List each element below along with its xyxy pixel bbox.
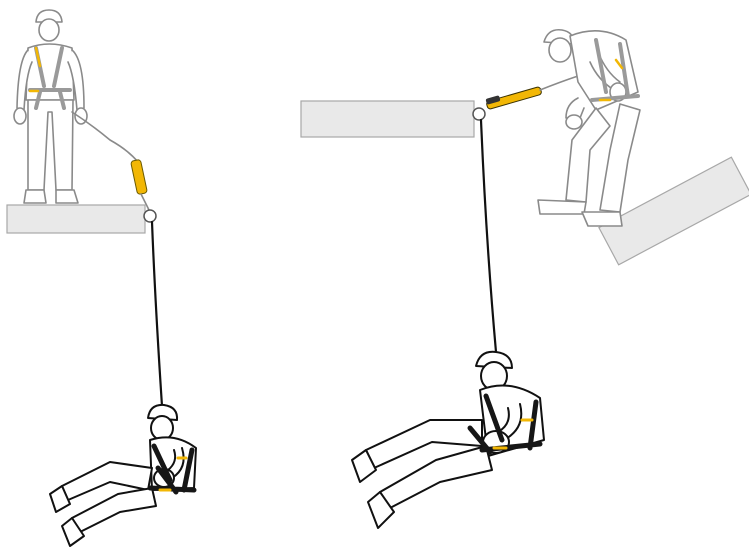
suspended-worker-left [50, 405, 196, 546]
anchor-platform-left [7, 205, 156, 233]
falling-worker [538, 30, 640, 226]
lanyard-energy-absorber [72, 112, 150, 212]
anchor-ring-icon [144, 210, 156, 222]
suspended-worker-right [352, 352, 544, 528]
anchor-ring-icon [473, 108, 485, 120]
anchor-platform-right [301, 101, 485, 137]
left-scene [7, 10, 196, 546]
right-scene [301, 30, 749, 528]
lifeline-rope-left [152, 222, 162, 406]
lifeline-rope-right [481, 120, 496, 352]
standing-worker [14, 10, 87, 203]
